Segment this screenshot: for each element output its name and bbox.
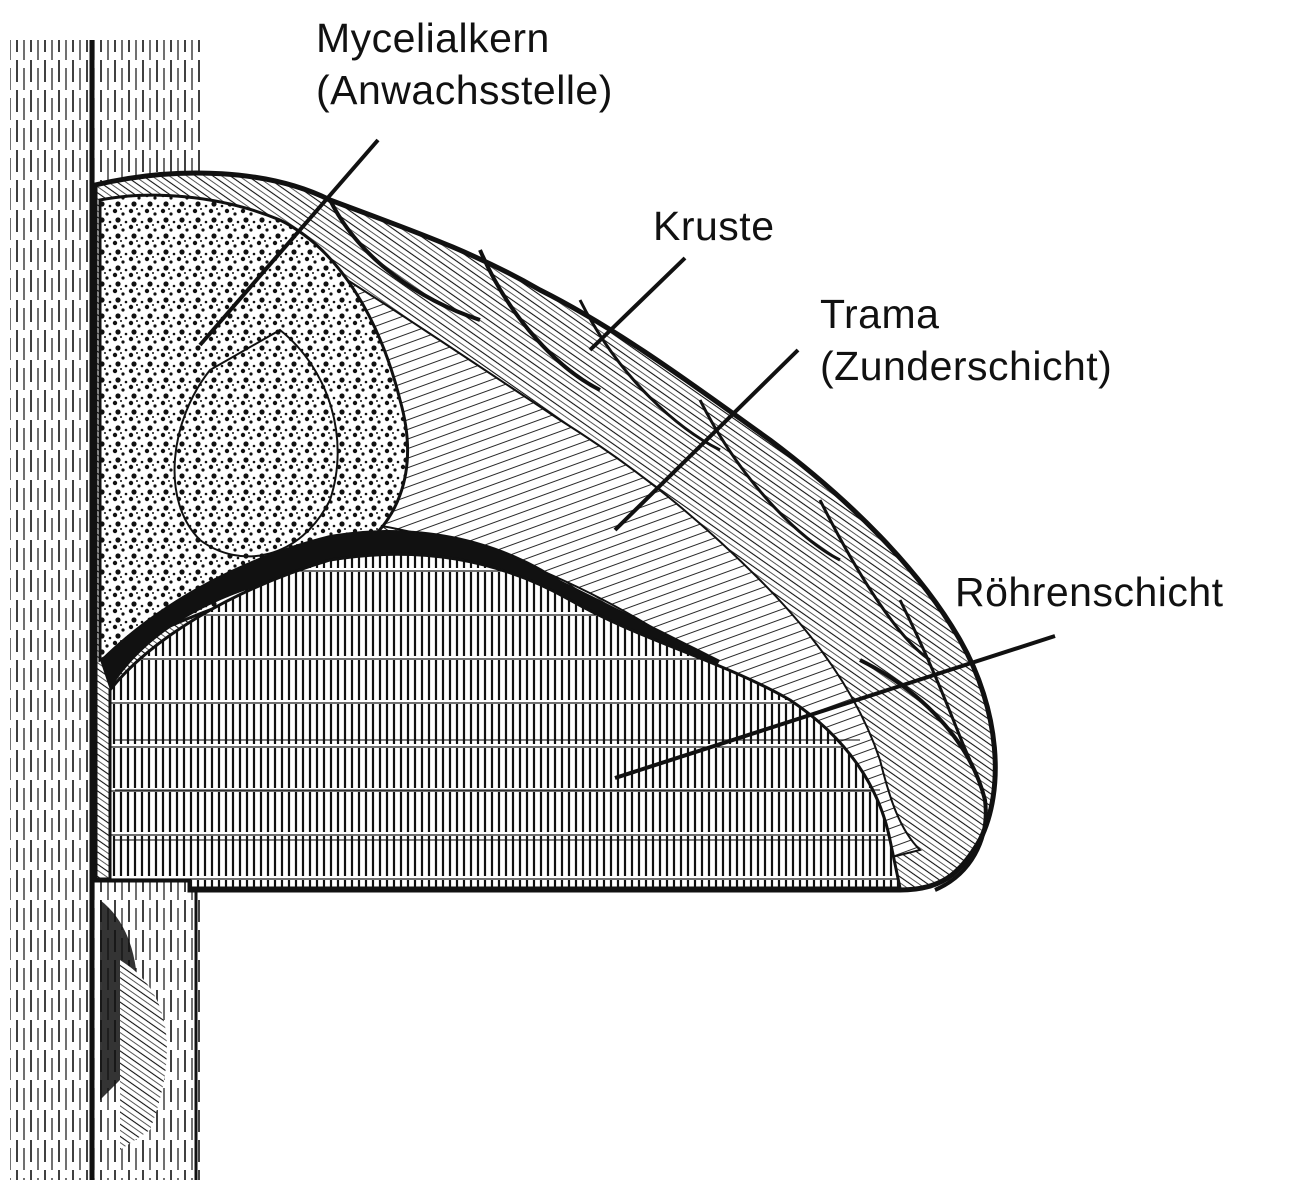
label-trama: Trama (Zunderschicht) <box>820 288 1112 392</box>
fruiting-body <box>95 173 995 890</box>
label-mycelialkern-line2: (Anwachsstelle) <box>316 64 613 116</box>
label-trama-line2: (Zunderschicht) <box>820 340 1112 392</box>
label-trama-line1: Trama <box>820 288 1112 340</box>
label-kruste: Kruste <box>653 200 775 252</box>
label-mycelialkern: Mycelialkern (Anwachsstelle) <box>316 12 613 116</box>
leader-kruste <box>590 258 685 350</box>
label-kruste-line1: Kruste <box>653 200 775 252</box>
label-roehrenschicht-line1: Röhrenschicht <box>955 566 1224 618</box>
label-mycelialkern-line1: Mycelialkern <box>316 12 613 64</box>
label-roehrenschicht: Röhrenschicht <box>955 566 1224 618</box>
